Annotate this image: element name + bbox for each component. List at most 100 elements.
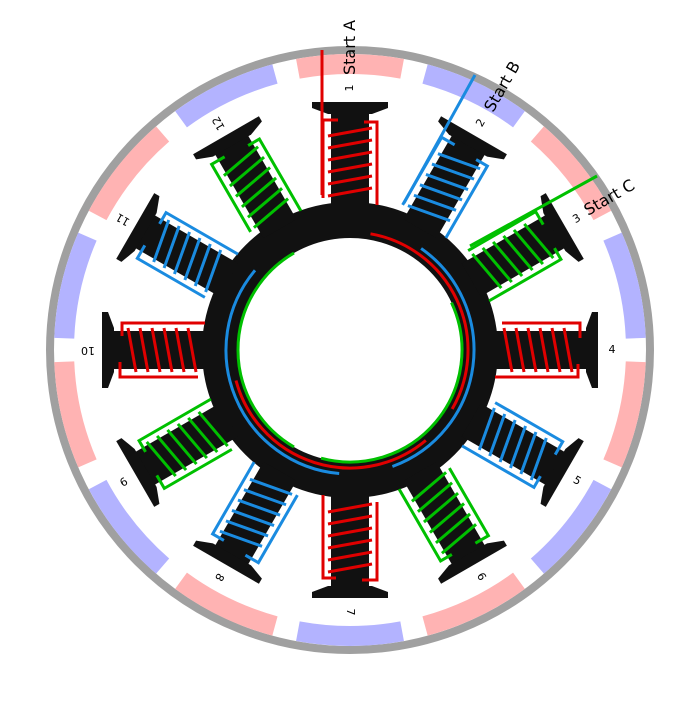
coil-turn xyxy=(252,197,290,229)
coil-tooth-6 xyxy=(397,467,491,564)
coil-turn xyxy=(502,327,514,373)
coil-turn xyxy=(562,327,574,373)
coil-lead xyxy=(364,120,379,205)
coil-turn xyxy=(512,228,545,266)
coil-turn xyxy=(246,187,284,219)
coil-turn xyxy=(481,246,513,284)
coil-turn xyxy=(523,222,555,260)
coil-turn xyxy=(519,431,538,475)
coil-turn xyxy=(422,492,460,524)
coil-turn xyxy=(502,234,534,272)
magnet-north xyxy=(88,126,170,221)
coil-turn xyxy=(477,407,496,451)
coil-turn xyxy=(471,252,503,290)
magnet-south xyxy=(175,64,278,128)
coil-turn xyxy=(237,498,281,517)
coil-turn xyxy=(488,413,507,457)
tooth-shoe xyxy=(586,312,598,388)
start-c-lead xyxy=(469,174,598,248)
coil-turn xyxy=(416,481,454,513)
coil-turn xyxy=(145,440,177,478)
coil-lead xyxy=(158,210,239,256)
magnet-south xyxy=(296,621,404,646)
coil-turn xyxy=(498,419,517,463)
coil-tooth-8 xyxy=(210,461,299,565)
coil-turn xyxy=(174,327,186,373)
tooth-shoe xyxy=(312,102,388,114)
magnet-south xyxy=(530,479,612,574)
coil-tooth-5 xyxy=(461,401,565,490)
coil-lead xyxy=(495,364,580,379)
tooth-shoe xyxy=(116,438,160,507)
tooth-shoe xyxy=(193,116,262,160)
coil-lead xyxy=(247,136,303,212)
coil-turn xyxy=(327,126,373,138)
magnet-south xyxy=(88,479,170,574)
coil-lead xyxy=(397,488,453,564)
magnet-north xyxy=(422,572,525,636)
coil-turn xyxy=(327,526,373,538)
coil-turn xyxy=(176,422,208,460)
coil-tooth-11 xyxy=(135,210,239,299)
coil-turn xyxy=(514,327,526,373)
tooth-number: 5 xyxy=(571,473,584,488)
tooth-shoe xyxy=(193,540,262,584)
tooth-number: 10 xyxy=(81,344,95,357)
coil-tooth-9 xyxy=(136,397,233,491)
coil-turn xyxy=(249,477,293,496)
coil-turn xyxy=(327,150,373,162)
tooth-shoe xyxy=(438,540,507,584)
rotor-ring xyxy=(46,46,654,654)
tooth-shoe xyxy=(312,586,388,598)
coil-turn xyxy=(193,243,212,287)
start-b-lead xyxy=(402,74,477,204)
coil-lead xyxy=(210,461,256,542)
wire-phase-b xyxy=(224,269,340,476)
coil-turn xyxy=(152,219,171,263)
coil-turn xyxy=(327,186,373,198)
coil-lead xyxy=(467,209,545,252)
tooth-number: 12 xyxy=(209,114,227,133)
coil-tooth-12 xyxy=(209,136,303,233)
wire-phase-c xyxy=(236,251,295,449)
coil-turn xyxy=(225,519,269,538)
coil-turn xyxy=(492,240,524,278)
coil-turn xyxy=(425,173,469,191)
coil-turn xyxy=(150,327,162,373)
coil-turn xyxy=(197,410,229,448)
tooth-number: 2 xyxy=(473,117,488,130)
coil-lead xyxy=(118,362,198,379)
coil-turn xyxy=(222,145,260,177)
coil-turn xyxy=(437,152,481,171)
coil-turn xyxy=(550,327,562,373)
magnet-north xyxy=(54,361,97,468)
coil-lead xyxy=(362,502,379,582)
coil-turn xyxy=(231,509,275,527)
wire-phase-a xyxy=(370,232,470,410)
coil-turn xyxy=(183,237,202,281)
coil-lead xyxy=(136,397,212,453)
coil-turn xyxy=(440,523,478,555)
magnet-south xyxy=(54,232,97,339)
coil-turn xyxy=(327,514,373,526)
coil-lead xyxy=(120,321,205,336)
magnet-north xyxy=(175,572,278,636)
coil-turn xyxy=(240,176,278,208)
coil-turn xyxy=(162,327,174,373)
tooth-number: 6 xyxy=(474,570,489,583)
wire-phase-b xyxy=(391,247,476,468)
coil-tooth-3 xyxy=(467,209,564,303)
coil-turn xyxy=(327,562,373,574)
coil-turn xyxy=(410,471,448,503)
tooth-number: 4 xyxy=(609,343,616,356)
coil-turn xyxy=(126,327,138,373)
tooth-number: 11 xyxy=(114,210,133,228)
rotor-ring-circle xyxy=(46,46,654,654)
tooth-number: 7 xyxy=(344,609,357,616)
stator-yoke xyxy=(202,202,498,498)
wire-phase-a xyxy=(234,380,427,470)
coil-lead xyxy=(461,444,542,490)
magnet-north xyxy=(603,361,646,468)
coil-turn xyxy=(228,155,266,188)
